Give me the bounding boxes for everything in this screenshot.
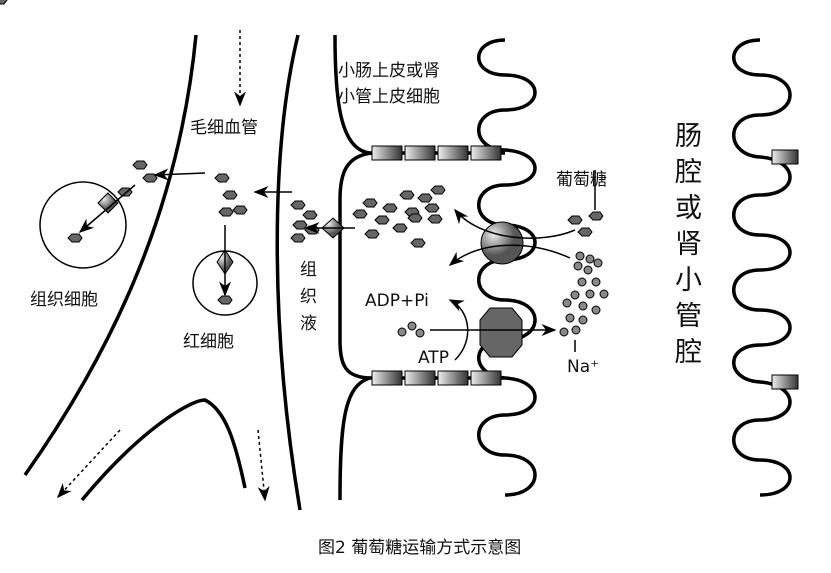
cell-membrane-right-wavy [477, 38, 537, 497]
cell-membrane-top [333, 34, 505, 155]
red-blood-cell-label: 红细胞 [183, 332, 234, 352]
capillary-label: 毛细血管 [190, 118, 258, 138]
cell-membrane-left [338, 151, 373, 380]
na-k-pump [479, 307, 523, 358]
epithelial-label-line1: 小肠上皮或肾 [338, 61, 440, 81]
lumen-char: 管 [675, 301, 702, 332]
lumen-char: 肠 [675, 121, 702, 152]
capillary-wall-left [23, 34, 198, 477]
figure-caption: 图2 葡萄糖运输方式示意图 [318, 538, 521, 558]
lumen-label: 肠 腔 或 肾 小 管 腔 [675, 121, 702, 368]
adp-label: ADP+Pi [365, 291, 429, 311]
sodium-ions [397, 251, 609, 338]
lumen-char: 腔 [675, 157, 702, 188]
capillary-wall-branch [80, 398, 247, 502]
tissue-cell [39, 181, 127, 269]
capillary-wall-right [275, 34, 302, 511]
tissue-cell-carrier [97, 192, 119, 214]
lumen-wall-wavy [732, 38, 792, 497]
tissue-fluid-label-1: 组 [300, 260, 317, 280]
lumen-char: 小 [675, 265, 702, 296]
lumen-char: 或 [675, 193, 702, 224]
tissue-fluid-label-3: 液 [300, 314, 317, 334]
glucose-label: 葡萄糖 [556, 170, 607, 190]
tissue-cell-label: 组织细胞 [30, 290, 98, 310]
transport-arrows [78, 168, 596, 361]
atp-label: ATP [418, 348, 449, 368]
sodium-label: Na⁺ [567, 357, 599, 377]
glucose-molecules [0, 0, 604, 305]
lumen-char: 腔 [675, 337, 702, 368]
tissue-fluid-label-2: 织 [300, 287, 317, 307]
epithelial-label-line2: 小管上皮细胞 [338, 87, 440, 107]
blood-flow-arrows [56, 30, 270, 502]
glucose-na-cotransporter [480, 221, 524, 265]
tight-junctions [371, 145, 799, 390]
lumen-char: 肾 [675, 229, 702, 260]
